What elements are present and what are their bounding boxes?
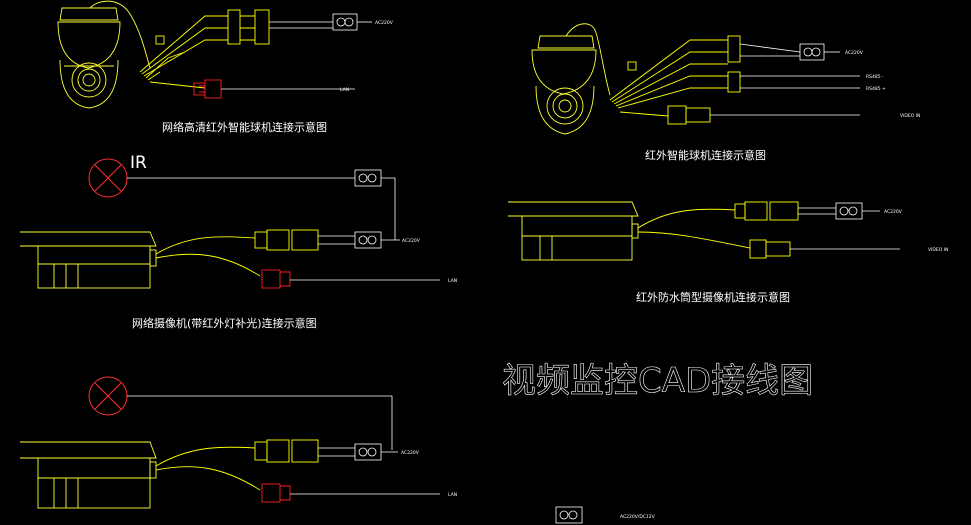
bullet-camera-middle-left [20, 231, 157, 289]
lan-connector-bottom-left [261, 483, 291, 503]
rs485-minus-label-top-right: RS485 - [866, 74, 884, 80]
caption-top-right: 红外智能球机连接示意图 [645, 148, 766, 162]
caption-middle-left: 网络摄像机(带红外灯补光)连接示意图 [132, 316, 317, 330]
wires-white-middle-right [790, 202, 900, 250]
lan-connector-top-left [193, 79, 222, 99]
lan-label-top-left: LAN [340, 87, 349, 93]
wires-white-top-right [710, 43, 860, 116]
wire-harness-bottom-left [155, 439, 319, 491]
legend-power-label: AC220V/DC12V [620, 514, 656, 520]
bullet-camera-bottom-left [20, 441, 157, 509]
lan-label-bottom-left: LAN [448, 492, 457, 498]
power-label-bottom-left: AC220V [401, 450, 420, 456]
wires-white-bottom-left [127, 395, 440, 495]
wires-white-top-left [221, 13, 372, 90]
dome-camera-top-left [57, 0, 151, 109]
wire-harness-middle-left [155, 229, 319, 277]
legend-transformer-symbol [555, 506, 583, 524]
caption-top-left: 网络高清红外智能球机连接示意图 [162, 120, 327, 134]
bullet-camera-middle-right [508, 201, 639, 261]
ir-label: IR [130, 153, 147, 173]
lan-connector-middle-left [261, 269, 291, 289]
wire-harness-top-left [139, 9, 270, 89]
video-label-middle-right: VIDEO IN [928, 247, 948, 253]
power-label-middle-left: AC220V [402, 238, 421, 244]
video-label-top-right: VIDEO IN [900, 113, 920, 119]
wires-white-middle-left [127, 169, 440, 281]
rs485-plus-label-top-right: RS485 + [866, 86, 886, 92]
lan-label-middle-left: LAN [448, 278, 457, 284]
wire-harness-middle-right [637, 201, 799, 259]
caption-middle-right: 红外防水筒型摄像机连接示意图 [636, 290, 790, 304]
power-label-middle-right: AC220V [884, 209, 903, 215]
power-label-top-left: AC220V [375, 20, 394, 26]
dome-camera-top-right [531, 23, 611, 135]
wire-harness-top-right [609, 35, 741, 125]
power-label-top-right: AC220V [845, 50, 864, 56]
main-title: 视频监控CAD接线图 [502, 361, 813, 401]
